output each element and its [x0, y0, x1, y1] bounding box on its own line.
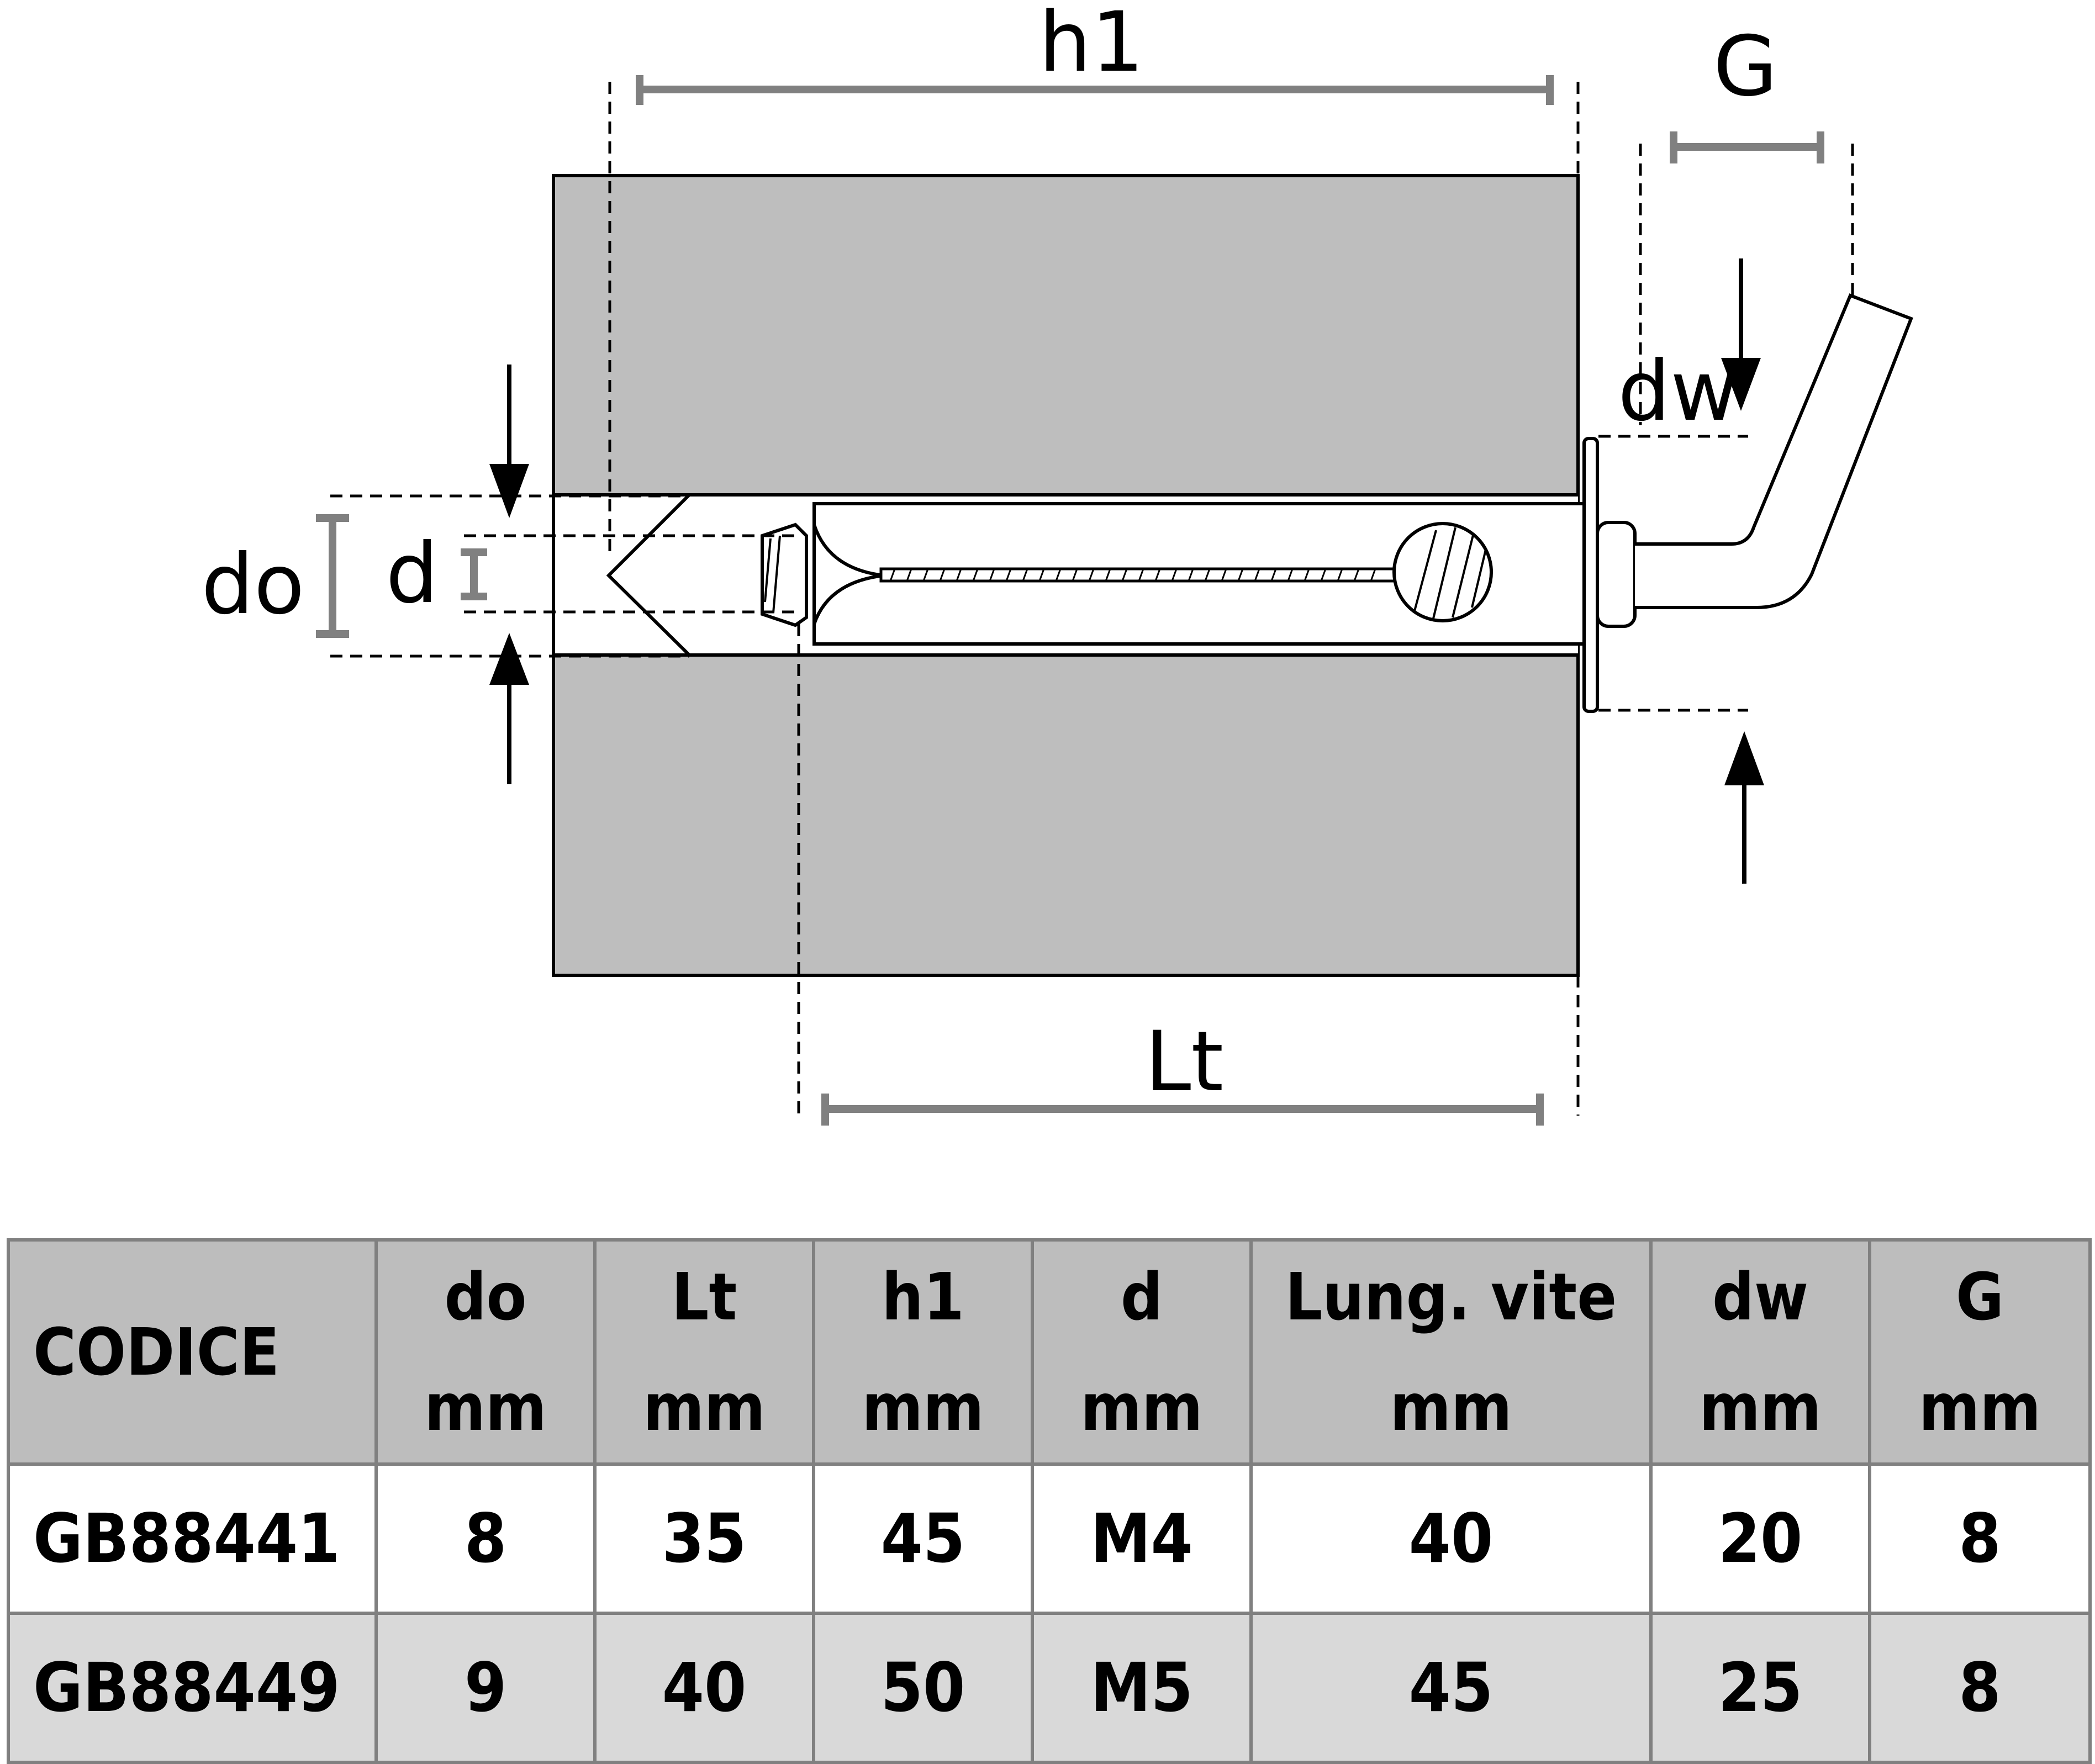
- cell-g: 8: [1868, 1612, 2092, 1764]
- header-lung-vite: Lung. vite mm: [1249, 1238, 1653, 1466]
- header-dw: dw mm: [1649, 1238, 1871, 1466]
- collar: [1596, 521, 1637, 628]
- label-G: G: [1713, 19, 1777, 115]
- cell-g: 8: [1868, 1462, 2092, 1615]
- cell-lt: 35: [593, 1462, 815, 1615]
- label-dw: dw: [1618, 344, 1738, 440]
- header-h1: h1 mm: [812, 1238, 1034, 1466]
- cell-do: 8: [374, 1462, 597, 1615]
- cell-dw: 20: [1649, 1462, 1871, 1615]
- table-header-row: CODICE do mm Lt mm h1 mm d mm Lung. vite…: [7, 1238, 2092, 1466]
- table-row: GB88441 8 35 45 M4 40 20 8: [7, 1462, 2092, 1615]
- expansion-cone: [761, 522, 808, 627]
- hook: [1635, 293, 1913, 609]
- wall-block-upper: [552, 174, 1580, 497]
- cell-do: 9: [374, 1612, 597, 1764]
- header-codice: CODICE: [7, 1238, 378, 1466]
- cell-d: M5: [1031, 1612, 1253, 1764]
- header-d: d mm: [1031, 1238, 1253, 1466]
- header-g: G mm: [1868, 1238, 2092, 1466]
- header-lt: Lt mm: [593, 1238, 815, 1466]
- label-d: d: [386, 526, 438, 622]
- cell-lung-vite: 40: [1249, 1462, 1653, 1615]
- cell-codice: GB88449: [7, 1612, 378, 1764]
- screw-section: [1392, 522, 1493, 622]
- anchor-diagram: h1 G dw do d Lt: [202, 0, 1913, 1126]
- header-do: do mm: [374, 1238, 597, 1466]
- cell-h1: 45: [812, 1462, 1034, 1615]
- label-do: do: [202, 537, 305, 633]
- cell-lung-vite: 45: [1249, 1612, 1653, 1764]
- cell-dw: 25: [1649, 1612, 1871, 1764]
- table-row: GB88449 9 40 50 M5 45 25 8: [7, 1612, 2092, 1764]
- cell-d: M4: [1031, 1462, 1253, 1615]
- label-Lt: Lt: [1145, 1014, 1223, 1110]
- spec-table: CODICE do mm Lt mm h1 mm d mm Lung. vite…: [7, 1238, 2092, 1764]
- cell-h1: 50: [812, 1612, 1034, 1764]
- label-h1: h1: [1039, 0, 1144, 91]
- cell-lt: 40: [593, 1612, 815, 1764]
- washer: [1582, 437, 1599, 713]
- wall-block-lower: [552, 653, 1580, 977]
- cell-codice: GB88441: [7, 1462, 378, 1615]
